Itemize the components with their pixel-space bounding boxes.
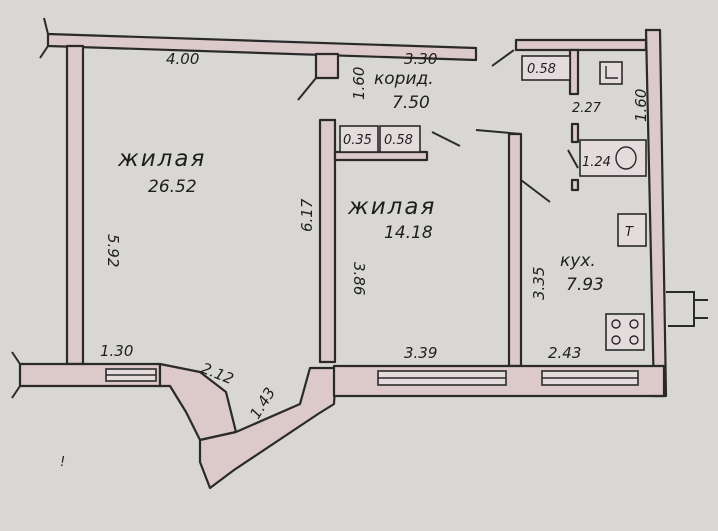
dim-small-room-height: 3.86 bbox=[350, 262, 368, 295]
wall-bath-top bbox=[514, 38, 648, 52]
wall-small-room-top bbox=[333, 150, 429, 162]
wall-mid bbox=[318, 118, 337, 364]
bathtub bbox=[579, 139, 647, 177]
dim-mid-height: 6.17 bbox=[298, 198, 316, 232]
kitchen-counter bbox=[617, 213, 647, 247]
room-area-living-small: 14.18 bbox=[384, 223, 433, 243]
room-name-living-big: жилая bbox=[117, 146, 206, 172]
dim-kitchen-height: 3.35 bbox=[530, 267, 548, 300]
stove-burner-2 bbox=[629, 319, 639, 329]
door-swing-kitchen bbox=[520, 179, 551, 203]
wall-top bbox=[46, 32, 478, 62]
wall-kitchen-left bbox=[507, 132, 523, 368]
dim-right-height: 1.60 bbox=[632, 89, 650, 122]
closet-label-3: 0.58 bbox=[527, 62, 556, 77]
stove-burner-4 bbox=[629, 335, 639, 345]
room-area-living-big: 26.52 bbox=[148, 177, 197, 197]
stove-burner-3 bbox=[611, 335, 621, 345]
room-area-corridor: 7.50 bbox=[392, 93, 430, 113]
toilet-fixture bbox=[599, 61, 623, 85]
stove-symbol: T bbox=[625, 225, 634, 240]
wall-top-left-stub bbox=[39, 17, 49, 59]
windows bbox=[105, 368, 639, 386]
wall-bath-partition bbox=[568, 48, 580, 96]
wall-kitchen-left-top bbox=[475, 129, 522, 135]
dim-top-mid: 3.30 bbox=[404, 50, 437, 68]
closet-label-2: 0.58 bbox=[384, 133, 413, 148]
bathtub-drain bbox=[615, 146, 637, 170]
footnote-mark: ! bbox=[60, 455, 65, 470]
dim-bottom-mid: 3.39 bbox=[404, 344, 437, 362]
corridor-pillar bbox=[314, 52, 340, 80]
closet-labels: 0.35 0.58 0.58 bbox=[343, 62, 556, 148]
wall-right-vent bbox=[666, 291, 708, 327]
stove bbox=[605, 313, 645, 351]
door-swing-entry bbox=[491, 49, 515, 67]
wall-bottom-left-stub bbox=[11, 351, 21, 399]
door-swing-bath bbox=[567, 149, 579, 169]
room-name-living-small: жилая bbox=[347, 194, 436, 220]
closet-3 bbox=[521, 55, 571, 81]
stove-burner-1 bbox=[611, 319, 621, 329]
dim-left-height: 5.92 bbox=[104, 234, 122, 267]
wall-angled bbox=[198, 366, 338, 490]
wall-left bbox=[65, 44, 85, 366]
toilet-fixture-mark bbox=[605, 66, 618, 79]
room-name-kitchen: кух. bbox=[560, 251, 596, 271]
dim-toilet: 1.24 bbox=[582, 155, 611, 170]
room-labels: жилая 26.52 жилая 14.18 корид. 7.50 кух.… bbox=[117, 69, 604, 295]
closet-2 bbox=[379, 125, 421, 153]
door-swing-small-room bbox=[431, 131, 461, 147]
wall-right bbox=[644, 28, 668, 398]
dim-bath: 2.27 bbox=[572, 101, 602, 116]
room-area-kitchen: 7.93 bbox=[566, 275, 604, 295]
dim-top-left: 4.00 bbox=[166, 50, 199, 68]
dim-corridor-wall: 1.60 bbox=[350, 67, 368, 100]
closet-label-1: 0.35 bbox=[343, 133, 372, 148]
door-swing-corridor bbox=[297, 77, 317, 101]
wall-bath-low bbox=[570, 178, 580, 192]
dim-bottom-left: 1.30 bbox=[100, 342, 133, 360]
fixtures bbox=[339, 55, 647, 351]
dim-bottom-right: 2.43 bbox=[548, 344, 581, 362]
wall-bath-mid bbox=[570, 122, 580, 144]
closet-1 bbox=[339, 125, 379, 153]
room-name-corridor: корид. bbox=[374, 69, 434, 89]
